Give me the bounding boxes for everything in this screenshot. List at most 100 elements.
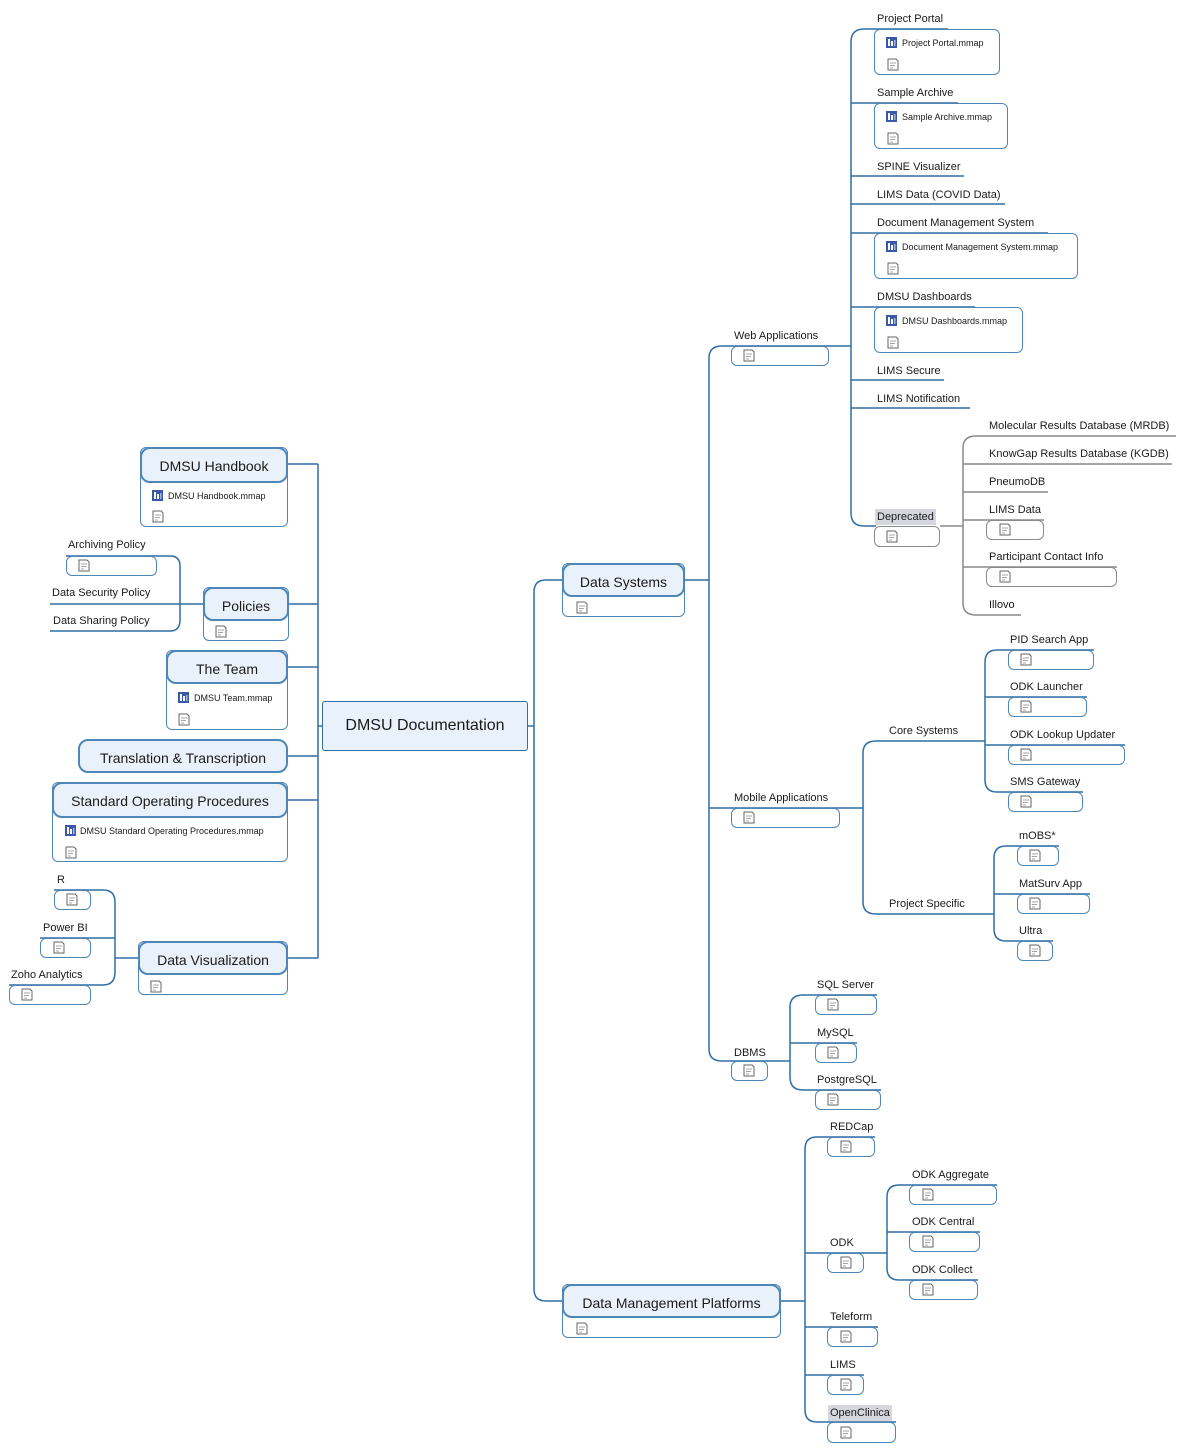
note-icon[interactable]	[1020, 748, 1032, 761]
topic-archiving-policy[interactable]: Archiving Policy	[68, 539, 146, 551]
note-icon[interactable]	[178, 713, 190, 726]
topic-power-bi[interactable]: Power BI	[43, 922, 88, 934]
topic-illovo[interactable]: Illovo	[989, 599, 1015, 611]
topic-mobs[interactable]: mOBS*	[1019, 830, 1056, 842]
note-icon[interactable]	[576, 601, 588, 614]
topic-lims-data[interactable]: LIMS Data	[989, 504, 1041, 516]
note-icon[interactable]	[66, 893, 78, 906]
topic-spine-visualizer[interactable]: SPINE Visualizer	[877, 161, 961, 173]
note-icon[interactable]	[840, 1330, 852, 1343]
attachment-project-portal[interactable]: Project Portal.mmap	[902, 38, 984, 48]
note-icon[interactable]	[840, 1256, 852, 1269]
note-icon[interactable]	[886, 530, 898, 543]
topic-data-systems[interactable]: Data Systems	[562, 563, 685, 597]
note-icon[interactable]	[150, 980, 162, 993]
topic-translation-transcription[interactable]: Translation & Transcription	[78, 739, 288, 773]
note-icon[interactable]	[827, 1046, 839, 1059]
topic-sql-server[interactable]: SQL Server	[817, 979, 875, 991]
topic-web-applications[interactable]: Web Applications	[734, 330, 819, 342]
topic-lims-secure[interactable]: LIMS Secure	[877, 365, 941, 377]
note-icon[interactable]	[922, 1235, 934, 1248]
note-icon[interactable]	[1020, 653, 1032, 666]
note-icon[interactable]	[21, 988, 33, 1001]
topic-dmsu-handbook[interactable]: DMSU Handbook	[140, 447, 288, 483]
note-icon[interactable]	[999, 570, 1011, 583]
note-icon[interactable]	[922, 1283, 934, 1296]
topic-project-portal[interactable]: Project Portal	[877, 13, 944, 25]
note-icon[interactable]	[999, 523, 1011, 536]
note-icon[interactable]	[887, 262, 899, 275]
topic-standard-operating-procedures[interactable]: Standard Operating Procedures	[52, 782, 288, 818]
topic-lims-notification[interactable]: LIMS Notification	[877, 393, 961, 405]
topic-sms-gateway[interactable]: SMS Gateway	[1010, 776, 1081, 788]
topic-postgresql[interactable]: PostgreSQL	[817, 1074, 877, 1086]
topic-mobile-applications[interactable]: Mobile Applications	[734, 792, 829, 804]
topic-core-systems[interactable]: Core Systems	[889, 725, 959, 737]
note-icon[interactable]	[1029, 897, 1041, 910]
topic-ultra[interactable]: Ultra	[1019, 925, 1043, 937]
topic-odk-aggregate[interactable]: ODK Aggregate	[912, 1169, 990, 1181]
topic-odk-lookup-updater[interactable]: ODK Lookup Updater	[1010, 729, 1116, 741]
note-icon[interactable]	[840, 1378, 852, 1391]
topic-lims-data-covid[interactable]: LIMS Data (COVID Data)	[877, 189, 1001, 201]
topic-dmsu-dashboards[interactable]: DMSU Dashboards	[877, 291, 972, 303]
topic-r[interactable]: R	[57, 874, 65, 886]
attachment-dmsu-handbook[interactable]: DMSU Handbook.mmap	[168, 491, 266, 501]
topic-data-visualization[interactable]: Data Visualization	[138, 941, 288, 975]
topic-data-sharing-policy[interactable]: Data Sharing Policy	[53, 615, 150, 627]
note-icon[interactable]	[215, 625, 227, 638]
attachment-sample-archive[interactable]: Sample Archive.mmap	[902, 112, 993, 122]
mindmap-file-icon	[886, 241, 897, 252]
topic-dbms[interactable]: DBMS	[734, 1047, 766, 1059]
topic-pneumodb[interactable]: PneumoDB	[989, 476, 1046, 488]
topic-kgdb[interactable]: KnowGap Results Database (KGDB)	[989, 448, 1169, 460]
central-topic[interactable]: DMSU Documentation	[322, 701, 528, 751]
topic-sample-archive[interactable]: Sample Archive	[877, 87, 954, 99]
note-icon[interactable]	[576, 1322, 588, 1335]
note-icon[interactable]	[1020, 795, 1032, 808]
topic-participant-contact-info[interactable]: Participant Contact Info	[989, 551, 1104, 563]
note-icon[interactable]	[887, 132, 899, 145]
note-icon[interactable]	[840, 1426, 852, 1439]
topic-mysql[interactable]: MySQL	[817, 1027, 854, 1039]
topic-odk-central[interactable]: ODK Central	[912, 1216, 975, 1228]
note-icon[interactable]	[743, 1064, 755, 1077]
note-icon[interactable]	[1029, 849, 1041, 862]
attachment-dms[interactable]: Document Management System.mmap	[902, 242, 1059, 252]
topic-redcap[interactable]: REDCap	[830, 1121, 874, 1133]
topic-pid-search-app[interactable]: PID Search App	[1010, 634, 1089, 646]
topic-odk-collect[interactable]: ODK Collect	[912, 1264, 973, 1276]
topic-odk[interactable]: ODK	[830, 1237, 854, 1249]
topic-teleform[interactable]: Teleform	[830, 1311, 873, 1323]
topic-project-specific[interactable]: Project Specific	[889, 898, 965, 910]
note-icon[interactable]	[1020, 700, 1032, 713]
attachment-dmsu-team[interactable]: DMSU Team.mmap	[194, 693, 273, 703]
topic-mrdb[interactable]: Molecular Results Database (MRDB)	[989, 420, 1170, 432]
note-icon[interactable]	[840, 1140, 852, 1153]
note-icon[interactable]	[743, 811, 755, 824]
topic-zoho-analytics[interactable]: Zoho Analytics	[11, 969, 83, 981]
note-icon[interactable]	[887, 336, 899, 349]
note-icon[interactable]	[922, 1188, 934, 1201]
note-icon[interactable]	[152, 510, 164, 523]
note-icon[interactable]	[1029, 944, 1041, 957]
note-icon[interactable]	[827, 1093, 839, 1106]
topic-openclinica[interactable]: OpenClinica	[828, 1405, 892, 1421]
topic-document-management-system[interactable]: Document Management System	[877, 217, 1035, 229]
note-icon[interactable]	[78, 559, 90, 572]
attachment-dashboards[interactable]: DMSU Dashboards.mmap	[902, 316, 1008, 326]
topic-deprecated[interactable]: Deprecated	[875, 509, 936, 525]
note-icon[interactable]	[53, 941, 65, 954]
attachment-dmsu-sop[interactable]: DMSU Standard Operating Procedures.mmap	[80, 826, 264, 836]
topic-policies[interactable]: Policies	[203, 587, 289, 621]
note-icon[interactable]	[65, 846, 77, 859]
topic-lims[interactable]: LIMS	[830, 1359, 856, 1371]
topic-data-management-platforms[interactable]: Data Management Platforms	[562, 1284, 781, 1318]
topic-data-security-policy[interactable]: Data Security Policy	[52, 587, 151, 599]
topic-odk-launcher[interactable]: ODK Launcher	[1010, 681, 1083, 693]
topic-the-team[interactable]: The Team	[166, 650, 288, 684]
topic-matsurv-app[interactable]: MatSurv App	[1019, 878, 1082, 890]
note-icon[interactable]	[827, 998, 839, 1011]
note-icon[interactable]	[743, 349, 755, 362]
note-icon[interactable]	[887, 58, 899, 71]
